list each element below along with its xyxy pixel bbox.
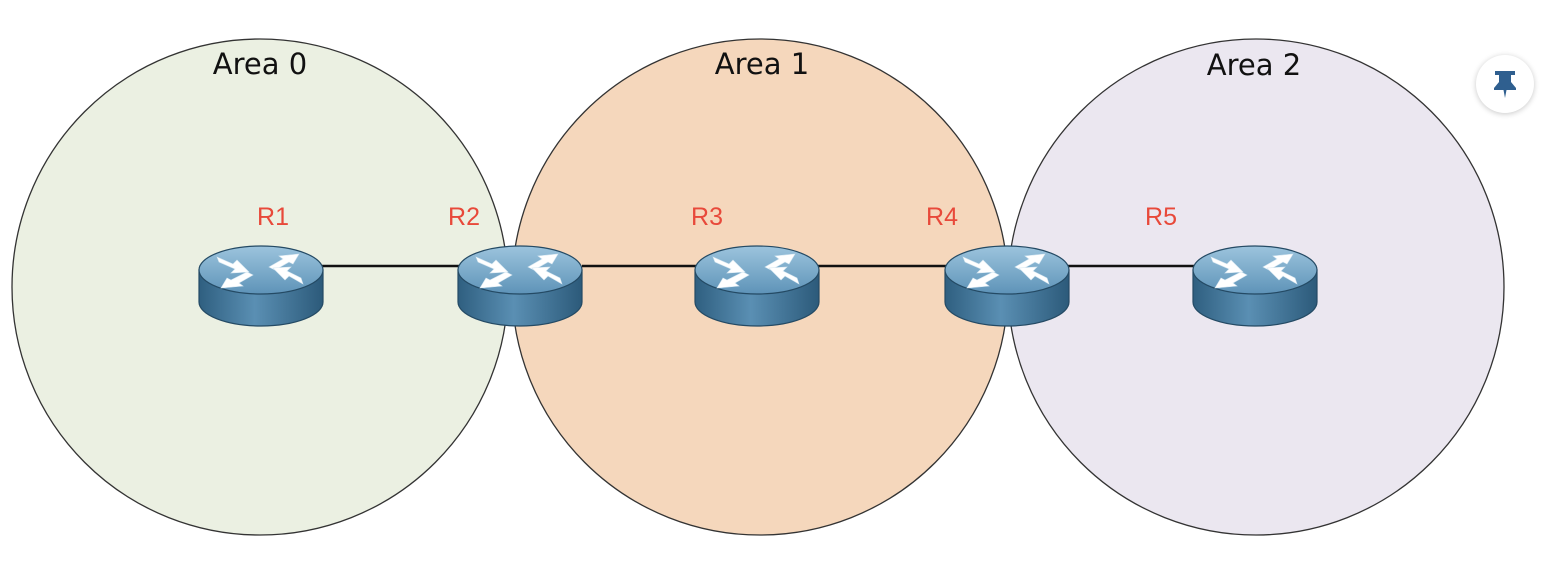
pin-icon: [1494, 71, 1516, 98]
router-r1[interactable]: [198, 245, 324, 327]
pin-button[interactable]: [1476, 55, 1534, 113]
router-r2[interactable]: [457, 245, 583, 327]
router-icon: [198, 245, 324, 327]
router-r1-label: R1: [257, 203, 289, 231]
router-icon: [457, 245, 583, 327]
router-icon: [694, 245, 820, 327]
area-1-label: Area 1: [715, 47, 809, 81]
router-icon: [1192, 245, 1318, 327]
router-r5-label: R5: [1145, 203, 1177, 231]
router-icon: [944, 245, 1070, 327]
area-0-label: Area 0: [213, 47, 307, 81]
router-r4-label: R4: [926, 203, 958, 231]
router-r4[interactable]: [944, 245, 1070, 327]
router-r2-label: R2: [448, 203, 480, 231]
area-2-label: Area 2: [1207, 48, 1301, 82]
router-r5[interactable]: [1192, 245, 1318, 327]
router-r3[interactable]: [694, 245, 820, 327]
router-r3-label: R3: [691, 203, 723, 231]
